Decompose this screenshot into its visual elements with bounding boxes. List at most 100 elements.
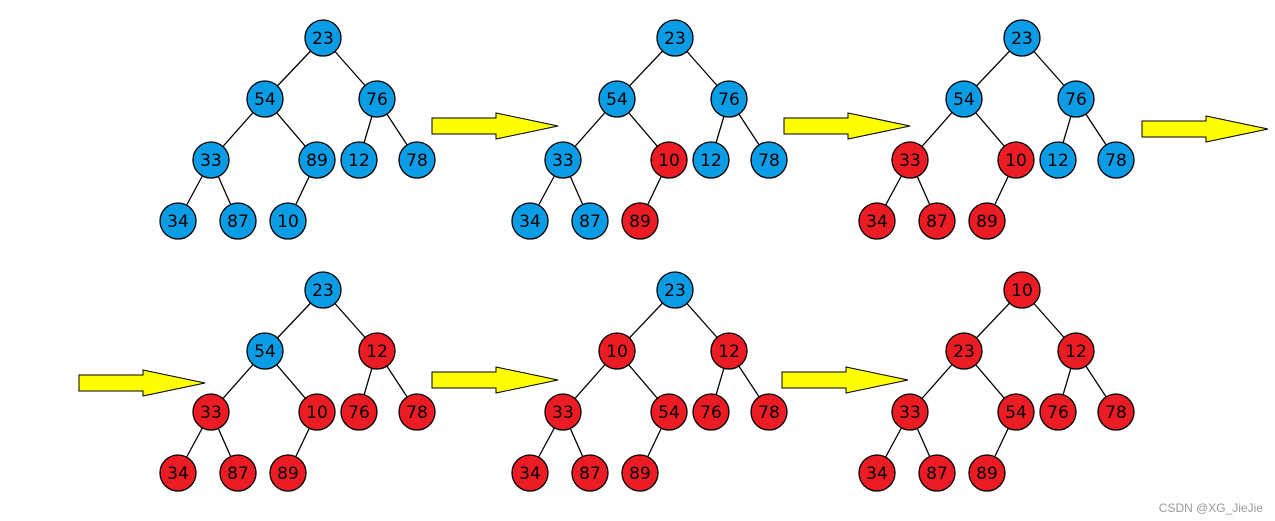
heap-node: 78 [398, 393, 436, 431]
node-value: 33 [552, 151, 574, 171]
node-circle [398, 393, 436, 431]
heap-node: 23 [304, 19, 342, 57]
heap-node: 87 [219, 454, 257, 492]
node-circle [968, 202, 1006, 240]
node-value: 78 [1105, 151, 1127, 171]
node-circle [710, 332, 748, 370]
node-value: 87 [227, 212, 249, 232]
node-value: 76 [366, 90, 388, 110]
heap-node: 78 [1097, 141, 1135, 179]
node-value: 12 [718, 342, 740, 362]
heap-node: 10 [298, 393, 336, 431]
heap-node: 54 [997, 393, 1035, 431]
node-circle [340, 141, 378, 179]
node-value: 10 [306, 403, 328, 423]
node-circle [544, 141, 582, 179]
node-value: 33 [200, 403, 222, 423]
node-value: 54 [606, 90, 628, 110]
node-circle [511, 202, 549, 240]
node-value: 78 [1105, 403, 1127, 423]
node-circle [269, 454, 307, 492]
node-value: 78 [758, 403, 780, 423]
node-circle [997, 141, 1035, 179]
heap-node: 33 [891, 141, 929, 179]
node-value: 34 [167, 464, 189, 484]
heap-node: 76 [358, 80, 396, 118]
node-circle [891, 393, 929, 431]
node-circle [298, 141, 336, 179]
node-circle [621, 202, 659, 240]
node-circle [298, 393, 336, 431]
heap-node: 33 [192, 141, 230, 179]
heap-node: 12 [358, 332, 396, 370]
node-value: 78 [406, 403, 428, 423]
node-value: 23 [1011, 29, 1033, 49]
node-circle [159, 454, 197, 492]
node-value: 10 [277, 212, 299, 232]
heap-node: 23 [945, 332, 983, 370]
node-value: 89 [629, 212, 651, 232]
node-value: 89 [976, 464, 998, 484]
node-value: 34 [866, 464, 888, 484]
node-circle [358, 80, 396, 118]
node-circle [304, 271, 342, 309]
node-circle [219, 454, 257, 492]
heap-node: 23 [304, 271, 342, 309]
node-circle [750, 141, 788, 179]
node-circle [945, 332, 983, 370]
right-arrow-icon [1141, 115, 1269, 143]
heap-node: 89 [968, 454, 1006, 492]
node-circle [1003, 19, 1041, 57]
node-circle [1003, 271, 1041, 309]
node-value: 12 [366, 342, 388, 362]
heap-node: 89 [621, 202, 659, 240]
heap-node: 89 [968, 202, 1006, 240]
heap-node: 10 [598, 332, 636, 370]
node-circle [246, 80, 284, 118]
heap-node: 34 [159, 202, 197, 240]
node-value: 87 [579, 212, 601, 232]
node-value: 33 [899, 151, 921, 171]
heap-node: 78 [750, 141, 788, 179]
node-value: 23 [953, 342, 975, 362]
right-arrow-icon [431, 366, 559, 394]
node-circle [858, 454, 896, 492]
node-value: 12 [700, 151, 722, 171]
heap-node: 12 [1039, 141, 1077, 179]
node-circle [571, 202, 609, 240]
node-value: 10 [1011, 281, 1033, 301]
heap-node: 76 [710, 80, 748, 118]
node-circle [1039, 141, 1077, 179]
heap-node: 33 [891, 393, 929, 431]
node-value: 54 [1005, 403, 1027, 423]
node-value: 10 [658, 151, 680, 171]
node-value: 87 [227, 464, 249, 484]
node-circle [650, 393, 688, 431]
heap-node: 34 [511, 454, 549, 492]
heap-node: 76 [1039, 393, 1077, 431]
node-value: 34 [519, 464, 541, 484]
watermark: CSDN @XG_JieJie [1158, 501, 1263, 515]
heap-node: 23 [656, 271, 694, 309]
node-circle [656, 19, 694, 57]
heap-node: 54 [945, 80, 983, 118]
heap-node: 89 [621, 454, 659, 492]
node-value: 89 [306, 151, 328, 171]
node-value: 89 [277, 464, 299, 484]
heap-node: 76 [1057, 80, 1095, 118]
node-circle [656, 271, 694, 309]
node-circle [1097, 141, 1135, 179]
node-value: 89 [976, 212, 998, 232]
node-value: 87 [579, 464, 601, 484]
heap-node: 34 [511, 202, 549, 240]
heap-node: 33 [192, 393, 230, 431]
heap-node: 78 [398, 141, 436, 179]
heap-node: 54 [650, 393, 688, 431]
node-value: 78 [758, 151, 780, 171]
node-value: 34 [519, 212, 541, 232]
right-arrow-icon [783, 112, 911, 140]
